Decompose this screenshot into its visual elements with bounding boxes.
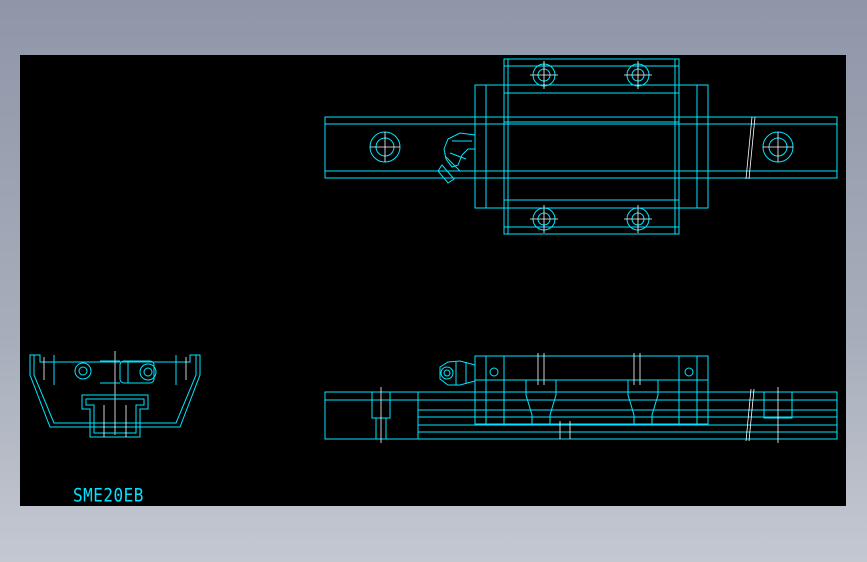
top-view-rail	[324, 116, 838, 180]
side-view	[29, 351, 201, 438]
block-hole-top-left	[530, 61, 558, 89]
rail-hole-right	[762, 131, 794, 163]
cad-drawing	[29, 58, 838, 443]
front-view-rail	[324, 387, 838, 443]
cad-viewport[interactable]: SME20EB	[20, 55, 846, 506]
front-view	[324, 353, 838, 443]
rail-hole-left	[369, 131, 401, 163]
front-view-block	[474, 353, 709, 425]
block-hole-top-right	[624, 61, 652, 89]
side-view-rail	[81, 394, 149, 438]
side-view-grease-fitting	[74, 360, 157, 384]
grease-nipple-top-view	[437, 132, 476, 184]
grease-nipple-front-view	[439, 360, 476, 386]
drawing-label: SME20EB	[73, 484, 144, 506]
top-view	[324, 58, 838, 235]
side-view-block	[29, 351, 201, 435]
block-hole-bottom-right	[624, 205, 652, 233]
block-hole-bottom-left	[530, 205, 558, 233]
top-view-block	[474, 58, 709, 235]
